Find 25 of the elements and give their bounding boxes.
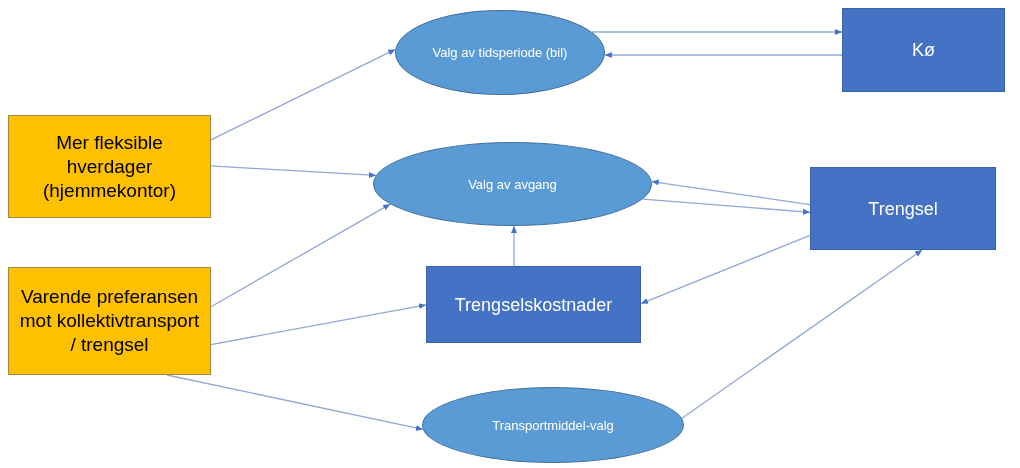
- arrow: [640, 234, 811, 305]
- arrow: [651, 179, 811, 206]
- effect-box: [842, 8, 1005, 92]
- node-label: Valg av tidsperiode (bil): [432, 44, 568, 62]
- arrow: [210, 303, 427, 346]
- node-label: Valg av avgang: [468, 175, 557, 194]
- node-label: Kø: [912, 39, 935, 61]
- arrow: [591, 29, 843, 35]
- factor-box: [8, 115, 211, 218]
- node-label: Varende preferansen mot kollektivtransport / trengsel: [18, 285, 201, 357]
- factor-box: [8, 267, 211, 375]
- arrow: [604, 52, 843, 58]
- node-label: Trengsel: [868, 197, 938, 220]
- arrow: [210, 48, 396, 141]
- arrow: [166, 374, 424, 431]
- node-label: Transportmiddel-valg: [492, 416, 614, 435]
- effect-box: [426, 266, 641, 343]
- arrow: [642, 198, 811, 215]
- arrow: [210, 165, 377, 179]
- arrow: [681, 249, 923, 419]
- effect-box: [810, 167, 996, 250]
- node-label: Trengselskostnader: [454, 293, 613, 316]
- node-label: Mer fleksible hverdager (hjemmekontor): [41, 130, 177, 203]
- arrow: [511, 225, 517, 267]
- arrow: [210, 203, 391, 308]
